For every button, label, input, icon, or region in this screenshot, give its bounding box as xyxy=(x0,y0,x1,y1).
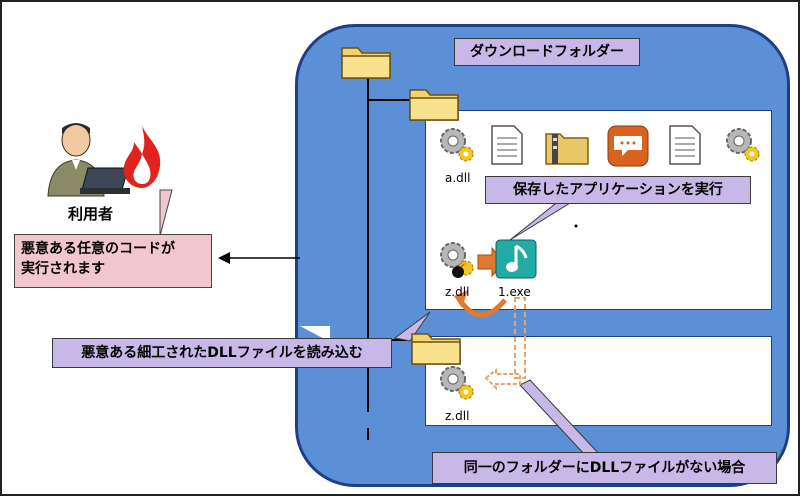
run-app-label: 保存したアプリケーションを実行 xyxy=(485,176,751,204)
other-folder-box xyxy=(425,336,772,426)
exe-label: 1.exe xyxy=(498,285,531,299)
z-dll-download-label: z.dll xyxy=(445,285,470,299)
user-label: 利用者 xyxy=(68,205,114,223)
download-folder-label: ダウンロードフォルダー xyxy=(454,38,640,66)
download-folder-box xyxy=(425,110,772,310)
chat-icon xyxy=(607,125,649,167)
bomb-icon xyxy=(452,262,467,278)
a-dll-label: a.dll xyxy=(445,171,471,185)
malicious-code-callout: 悪意ある任意のコードが 実行されます xyxy=(14,234,212,288)
music-app-icon xyxy=(495,239,537,279)
folder-icon xyxy=(409,89,459,121)
folder-icon xyxy=(341,47,391,79)
gear-icon xyxy=(440,128,474,162)
gear-icon xyxy=(440,366,474,400)
malicious-code-line1: 悪意ある任意のコードが xyxy=(21,241,175,257)
user-laptop-icon xyxy=(47,123,130,197)
document-icon xyxy=(669,125,701,165)
malicious-code-line2: 実行されます xyxy=(21,261,105,277)
document-icon xyxy=(491,125,523,165)
load-dll-label: 悪意ある細工されたDLLファイルを読み込む xyxy=(52,338,392,368)
no-dll-label: 同一のフォルダーにDLLファイルがない場合 xyxy=(432,452,777,484)
flame-icon xyxy=(123,126,161,188)
zip-folder-icon xyxy=(545,133,589,165)
folder-icon xyxy=(411,333,461,365)
z-dll-other-label: z.dll xyxy=(445,409,470,423)
gear-icon xyxy=(726,128,760,162)
